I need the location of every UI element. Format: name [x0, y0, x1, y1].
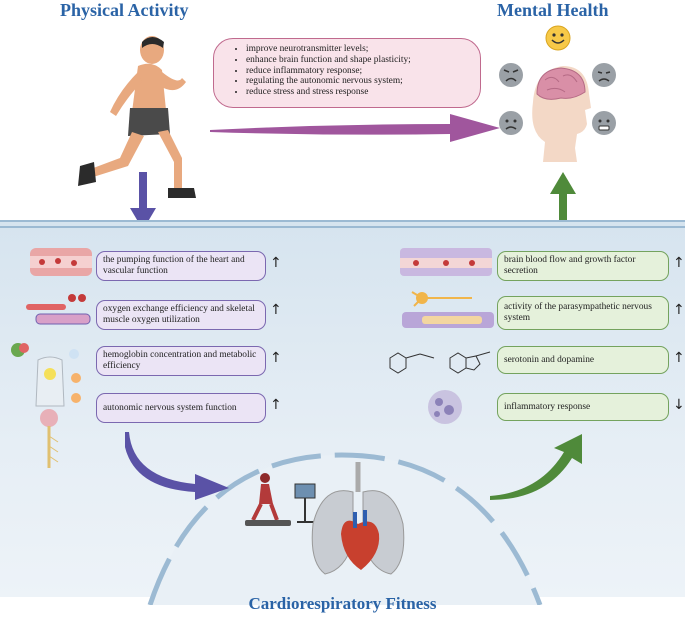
- up-arrow-icon: [550, 172, 576, 244]
- increase-arrow-icon: ↑: [270, 302, 282, 318]
- serotonin-dopamine-structure-icon: [389, 351, 491, 374]
- mechanism-item: improve neurotransmitter levels;: [246, 44, 472, 55]
- effect-label: oxygen exchange efficiency and skeletal …: [103, 304, 255, 325]
- treadmill-test-icon: [245, 473, 316, 526]
- increase-arrow-icon: ↑: [673, 350, 685, 366]
- effect-box-oxygen-exchange: oxygen exchange efficiency and skeletal …: [96, 300, 266, 330]
- runner-icon: [78, 36, 196, 198]
- muscle-fiber-icon: [26, 294, 91, 325]
- anxious-face-icon: [592, 111, 616, 135]
- head-brain-icon: [532, 66, 591, 162]
- increase-arrow-icon: ↑: [673, 302, 685, 318]
- sad-face-icon: [499, 111, 523, 135]
- mental-health-title: Mental Health: [497, 0, 609, 20]
- effect-box-brain-blood-flow: brain blood flow and growth factor secre…: [497, 251, 669, 281]
- neuron-icon: [402, 291, 494, 328]
- effect-label: brain blood flow and growth factor secre…: [504, 255, 636, 276]
- mechanism-item: regulating the autonomic nervous system;: [246, 76, 472, 87]
- curved-arrow-in-icon: [125, 432, 229, 500]
- effect-label: autonomic nervous system function: [103, 402, 237, 413]
- down-arrow-icon: [130, 172, 156, 230]
- increase-arrow-icon: ↑: [270, 397, 282, 413]
- immune-cell-icon: [428, 390, 462, 424]
- effect-label: hemoglobin concentration and metabolic e…: [103, 350, 257, 371]
- membrane-line: [0, 226, 685, 228]
- increase-arrow-icon: ↑: [673, 255, 685, 271]
- effect-box-autonomic: autonomic nervous system function: [96, 393, 266, 423]
- happy-face-icon: [545, 25, 571, 51]
- increase-arrow-icon: ↑: [270, 350, 282, 366]
- mechanism-item: reduce inflammatory response;: [246, 66, 472, 77]
- cardiorespiratory-fitness-title: Cardiorespiratory Fitness: [248, 594, 437, 613]
- mechanism-item: reduce stress and stress response: [246, 87, 472, 98]
- effect-label: the pumping function of the heart and va…: [103, 255, 245, 276]
- effect-label: activity of the parasympathetic nervous …: [504, 302, 652, 323]
- metabolism-body-icon: [11, 343, 81, 407]
- effect-box-heart-vascular: the pumping function of the heart and va…: [96, 251, 266, 281]
- curved-arrow-out-icon: [490, 434, 582, 500]
- effect-box-serotonin-dopamine: serotonin and dopamine: [497, 346, 669, 374]
- crying-face-icon: [592, 63, 616, 87]
- effect-label: serotonin and dopamine: [504, 354, 595, 365]
- effect-box-parasympathetic: activity of the parasympathetic nervous …: [497, 296, 669, 330]
- nervous-system-icon: [40, 409, 59, 468]
- right-arrow-icon: [210, 114, 500, 142]
- blood-vessel-icon: [30, 248, 92, 276]
- effect-label: inflammatory response: [504, 401, 591, 412]
- effect-box-hemoglobin: hemoglobin concentration and metabolic e…: [96, 346, 266, 376]
- angry-face-icon: [499, 63, 523, 87]
- mechanism-item: enhance brain function and shape plastic…: [246, 55, 472, 66]
- mental-health-mechanisms-bubble: improve neurotransmitter levels; enhance…: [213, 38, 481, 108]
- membrane-line: [0, 220, 685, 222]
- increase-arrow-icon: ↑: [270, 255, 282, 271]
- brain-vessel-icon: [400, 248, 492, 276]
- effect-box-inflammatory: inflammatory response: [497, 393, 669, 421]
- decrease-arrow-icon: ↓: [673, 397, 685, 413]
- physical-activity-title: Physical Activity: [60, 0, 189, 20]
- heart-lungs-icon: [311, 462, 405, 575]
